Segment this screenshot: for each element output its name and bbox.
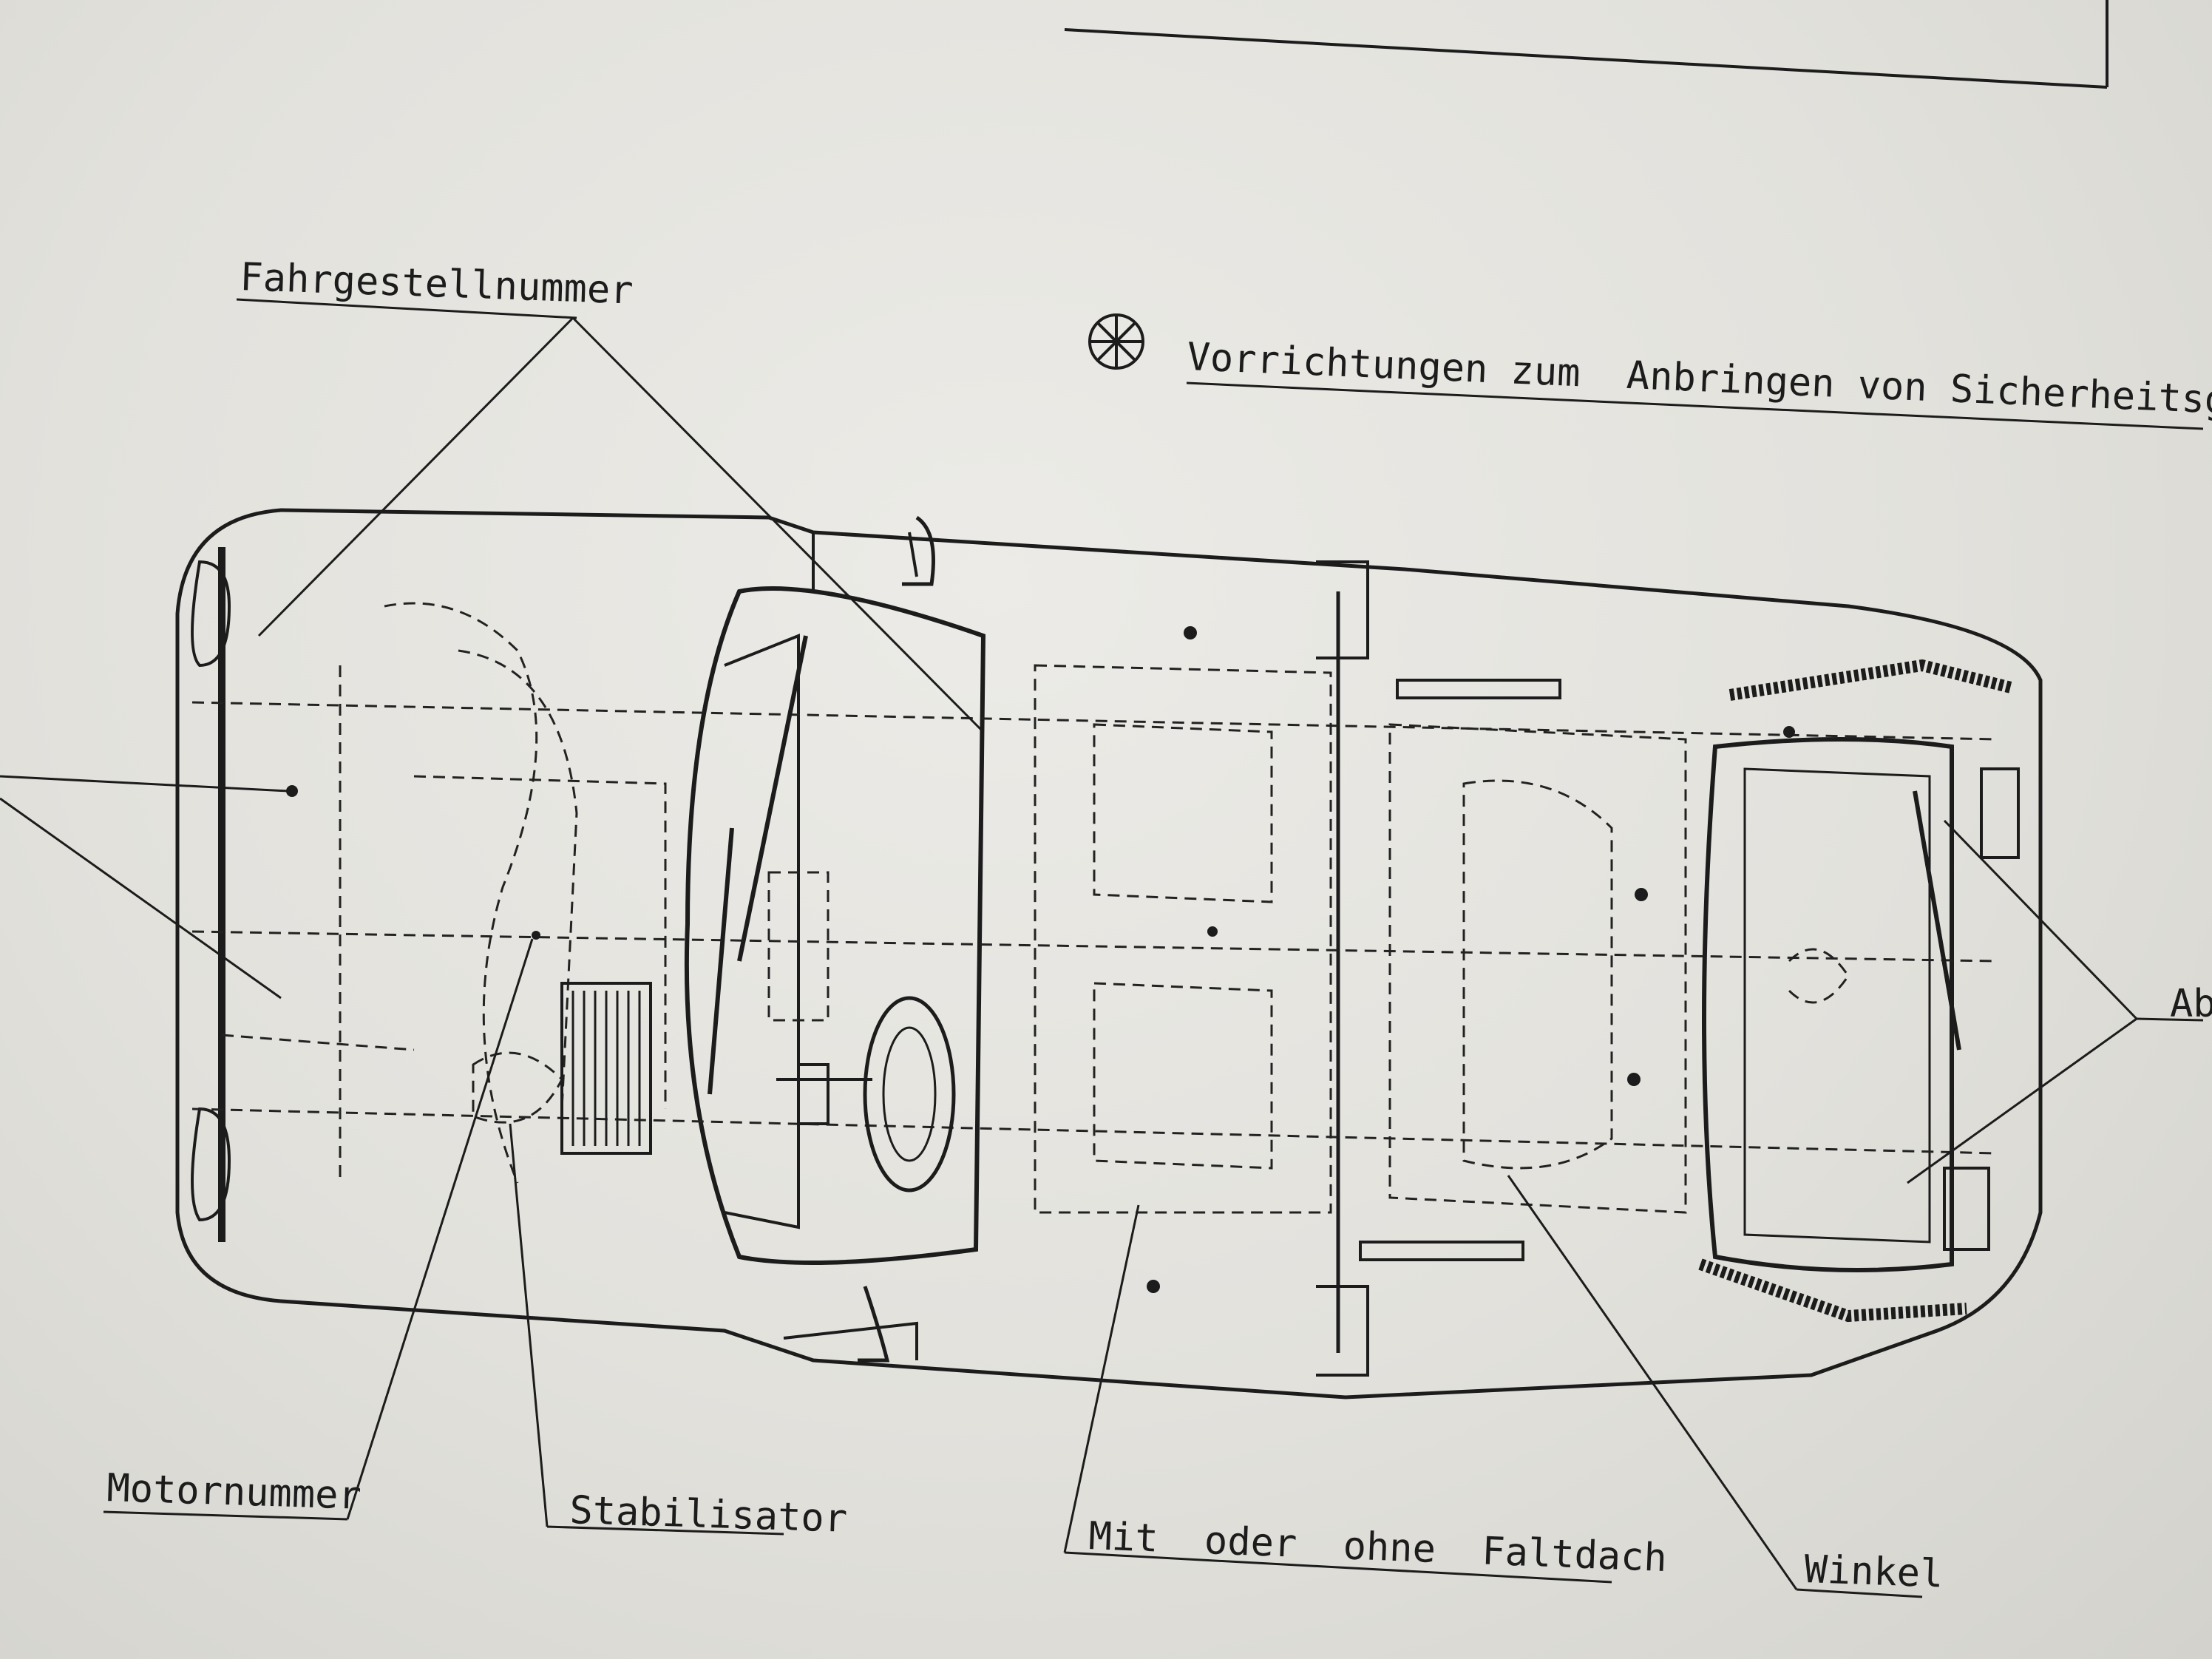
page-frame [1064,0,2108,89]
label-fahrgestellnummer: Fahrgestellnummer [240,255,634,313]
car-body-outline [175,508,2043,1400]
radiator-grille [560,982,652,1155]
leader-lines [0,298,2204,1598]
circle-asterisk-icon [1088,313,1144,370]
label-ab-edge: Ab [2170,982,2212,1026]
label-faltdach: Mit oder ohne Faltdach [1088,1514,1668,1581]
reference-dots [286,626,1795,1293]
label-sicherheitsgurte: Vorrichtungen zum Anbringen von Sicherhe… [1186,335,2212,427]
internal-dashed-details [191,602,1997,1214]
wipers [708,635,1961,1095]
label-motornummer: Motornummer [106,1466,362,1519]
steering-wheel [776,996,956,1192]
label-winkel: Winkel [1804,1547,1944,1597]
label-stabilisator: Stabilisator [569,1488,848,1541]
